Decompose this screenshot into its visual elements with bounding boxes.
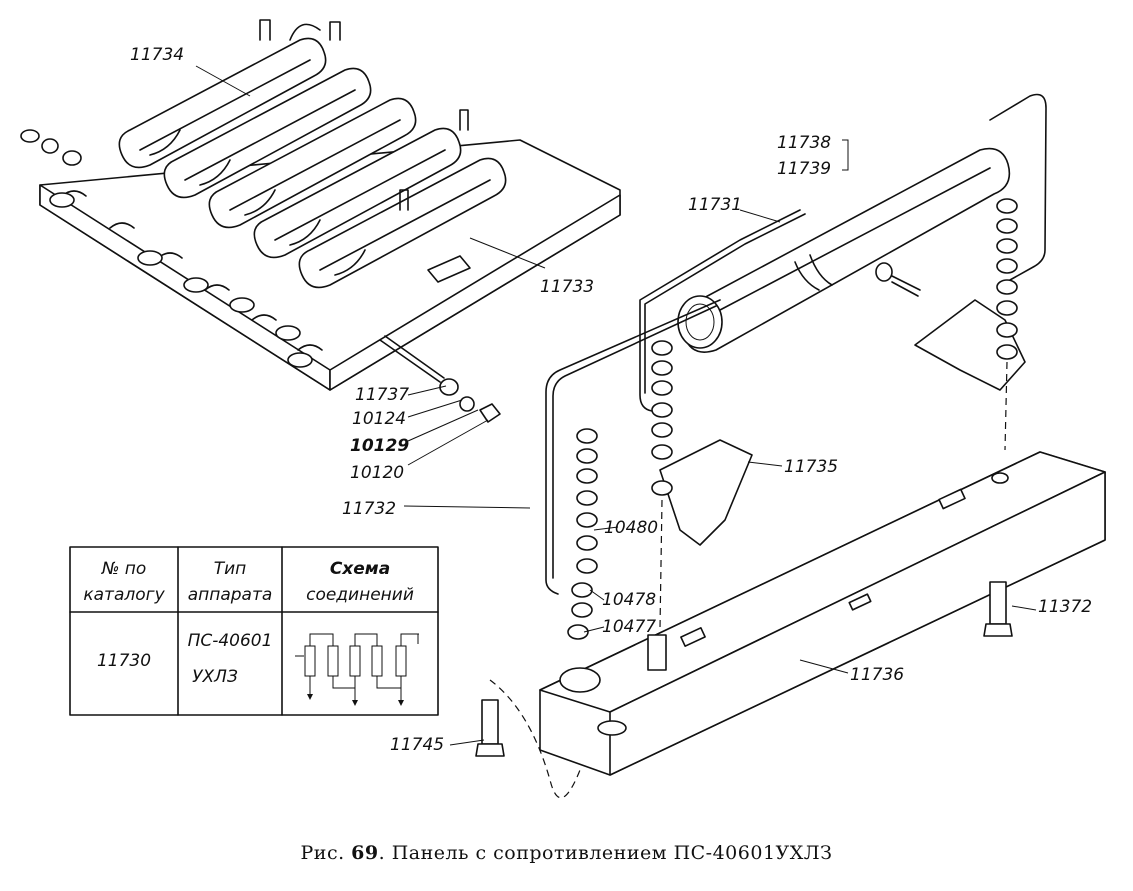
assembled-resistor-panel [20,19,621,423]
table-header-scheme-1: Схема [330,559,390,579]
catalog-table: № по каталогу Тип аппарата Схема соедине… [69,546,439,716]
label-10129: 10129 [350,436,409,456]
exploded-parts [475,93,1106,799]
label-11745: 11745 [390,735,444,755]
table-catalog-number: 11730 [97,651,151,671]
table-type-line-2: УХЛЗ [192,667,238,687]
label-11731: 11731 [688,195,742,215]
label-10120: 10120 [350,463,404,483]
label-10477: 10477 [602,617,656,637]
part-labels: 11734 11733 11738 11739 11731 11737 1012… [130,45,1092,755]
table-header-catalog-1: № по [101,559,147,579]
label-11738: 11738 [777,133,831,153]
connection-scheme [295,633,419,706]
label-11732: 11732 [342,499,396,519]
table-header-catalog-2: каталогу [83,585,165,605]
washer-stack-right [996,198,1018,360]
caption-prefix: Рис. [300,842,352,864]
label-11372: 11372 [1038,597,1092,617]
table-header-scheme-2: соединений [306,585,414,605]
table-type-line-1: ПС-40601 [188,631,273,651]
label-11736: 11736 [850,665,904,685]
washer-stack-mid [651,340,673,496]
caption-text: . Панель с сопротивлением ПС-40601УХЛЗ [378,842,833,864]
figure-caption: Рис. 69. Панель с сопротивлением ПС-4060… [0,842,1133,864]
label-11737: 11737 [355,385,409,405]
label-11735: 11735 [784,457,838,477]
table-header-type-2: аппарата [188,585,273,605]
label-10124: 10124 [352,409,406,429]
label-10478: 10478 [602,590,656,610]
washer-stack-left [567,428,598,640]
label-10480: 10480 [604,518,658,538]
label-11739: 11739 [777,159,831,179]
caption-number: 69 [351,842,379,864]
label-11733: 11733 [540,277,594,297]
table-header-type-1: Тип [214,559,247,579]
label-11734: 11734 [130,45,184,65]
leader-lines [195,65,1037,746]
